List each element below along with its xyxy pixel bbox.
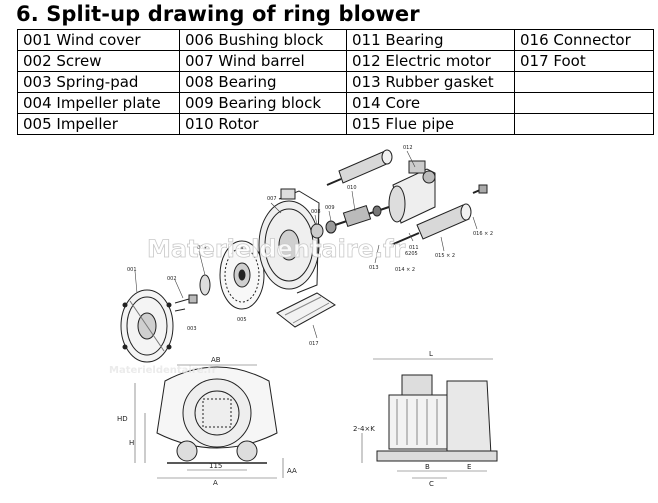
table-cell: 013 Rubber gasket <box>346 71 515 93</box>
side-view-drawing <box>361 358 498 479</box>
electric-motor-drawing <box>388 160 436 224</box>
label-008: 008 <box>311 209 321 215</box>
dim-b: B <box>425 463 430 471</box>
table-cell: 005 Impeller <box>17 113 180 135</box>
table-cell: 017 Foot <box>514 50 654 72</box>
label-007: 007 <box>267 196 277 202</box>
screw-drawing <box>174 294 198 312</box>
dim-l: L <box>429 350 433 358</box>
table-cell: 016 Connector <box>514 29 654 51</box>
table-cell: 001 Wind cover <box>17 29 180 51</box>
label-013: 013 <box>369 265 379 271</box>
leader-lines <box>134 150 478 339</box>
table-cell: 010 Rotor <box>179 113 347 135</box>
label-005: 005 <box>237 317 247 323</box>
label-017: 017 <box>309 341 319 347</box>
parts-table: 001 Wind cover 006 Bushing block 011 Bea… <box>17 29 654 135</box>
dim-e: E <box>467 463 471 471</box>
dim-c: C <box>429 480 434 488</box>
rotor-drawing <box>334 205 390 227</box>
label-014: 014 × 2 <box>395 267 415 273</box>
table-cell: 002 Screw <box>17 50 180 72</box>
section-heading: 6. Split-up drawing of ring blower <box>16 2 420 26</box>
label-010: 010 <box>347 185 357 191</box>
table-cell: 015 Flue pipe <box>346 113 515 135</box>
label-002: 002 <box>167 276 177 282</box>
table-cell: 009 Bearing block <box>179 92 347 114</box>
table-row: 002 Screw 007 Wind barrel 012 Electric m… <box>17 50 654 72</box>
dim-a: A <box>213 479 218 487</box>
wind-barrel-drawing <box>258 188 320 294</box>
flue-pipe-top-drawing <box>326 149 393 186</box>
table-cell: 008 Bearing <box>179 71 347 93</box>
dimension-labels: AB H HD AA 115 A L B C E 2-4×K <box>117 350 471 488</box>
table-cell <box>514 71 654 93</box>
table-cell: 007 Wind barrel <box>179 50 347 72</box>
table-cell: 003 Spring-pad <box>17 71 180 93</box>
watermark-main: Materieldentaire.fr <box>147 235 406 263</box>
table-row: 004 Impeller plate 009 Bearing block 014… <box>17 92 654 114</box>
flue-pipe-drawing <box>390 203 472 246</box>
table-cell: 004 Impeller plate <box>17 92 180 114</box>
blower-drawing-svg: 001 002 003 004 005 007 008 009 010 011 … <box>109 145 498 488</box>
bearing-block-drawing <box>310 220 337 239</box>
label-015: 015 × 2 <box>435 253 455 259</box>
dim-k: 2-4×K <box>353 425 375 433</box>
label-003: 003 <box>187 326 197 332</box>
table-cell <box>514 92 654 114</box>
dim-115: 115 <box>209 462 222 470</box>
wind-cover-drawing <box>120 289 174 363</box>
exploded-drawing: 001 002 003 004 005 007 008 009 010 011 … <box>17 133 647 503</box>
table-cell: 006 Bushing block <box>179 29 347 51</box>
label-009: 009 <box>325 205 335 211</box>
table-row: 005 Impeller 010 Rotor 015 Flue pipe <box>17 113 654 135</box>
label-004: 004 <box>197 245 207 251</box>
dim-ab: AB <box>211 356 221 364</box>
impeller-plate-drawing <box>199 274 211 296</box>
label-011-code: 6205 <box>405 251 418 257</box>
dim-h: H <box>129 439 134 447</box>
table-cell: 014 Core <box>346 92 515 114</box>
connector-drawing <box>472 184 488 194</box>
table-cell: 011 Bearing <box>346 29 515 51</box>
impeller-drawing <box>219 240 265 310</box>
table-row: 003 Spring-pad 008 Bearing 013 Rubber ga… <box>17 71 654 93</box>
label-012: 012 <box>403 145 413 151</box>
table-cell: 012 Electric motor <box>346 50 515 72</box>
watermark-small: Materieldentaire.fr <box>109 365 217 376</box>
table-cell <box>514 113 654 135</box>
label-001: 001 <box>127 267 137 273</box>
front-view-drawing <box>134 364 284 479</box>
dim-hd: HD <box>117 415 128 423</box>
label-016: 016 × 2 <box>473 231 493 237</box>
foot-drawing <box>276 292 336 328</box>
table-row: 001 Wind cover 006 Bushing block 011 Bea… <box>17 29 654 51</box>
dim-aa: AA <box>287 467 297 475</box>
label-011: 011 <box>409 245 419 251</box>
part-labels: 001 002 003 004 005 007 008 009 010 011 … <box>127 145 493 347</box>
